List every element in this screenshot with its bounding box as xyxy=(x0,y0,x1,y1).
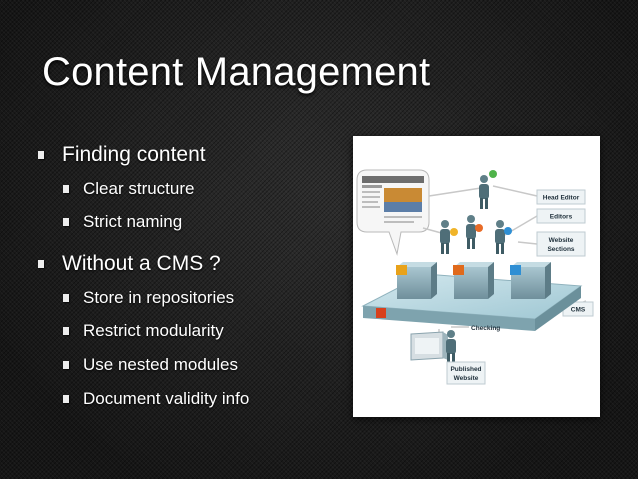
bullet-text: Document validity info xyxy=(83,389,250,408)
editors-label: Editors xyxy=(550,214,573,221)
bullet-text: Clear structure xyxy=(83,179,195,198)
bullet-finding-content: Finding content xyxy=(38,143,206,167)
bullet-marker xyxy=(63,327,69,335)
label-boxes: Head Editor Editors Website Sections CMS xyxy=(536,189,594,317)
bullet-marker xyxy=(63,395,69,403)
published-label-line2: Website xyxy=(454,375,479,382)
sub-bullet-use-nested-modules: Use nested modules xyxy=(63,355,238,375)
website-sections-label-line2: Sections xyxy=(547,246,574,253)
sub-bullet-store-in-repositories: Store in repositories xyxy=(63,288,235,308)
website-sections-label-line1: Website xyxy=(549,237,574,244)
section-2-icon xyxy=(453,265,464,275)
checking-label: Checking xyxy=(471,325,500,332)
bullet-marker xyxy=(63,218,69,226)
speech-bubbles xyxy=(450,170,512,236)
sub-bullet-clear-structure: Clear structure xyxy=(63,179,195,199)
bullet-text: Without a CMS ? xyxy=(62,252,221,275)
sub-bullet-strict-naming: Strict naming xyxy=(63,212,183,232)
head-editor-label: Head Editor xyxy=(543,195,580,202)
published-website-screen xyxy=(410,330,456,364)
cms-label: CMS xyxy=(571,307,586,314)
section-3-icon xyxy=(510,265,521,275)
sub-bullet-restrict-modularity: Restrict modularity xyxy=(63,321,224,341)
bullet-text: Restrict modularity xyxy=(83,321,224,340)
bullet-marker xyxy=(38,260,44,268)
cms-diagram-image: Head Editor Editors Website Sections CMS xyxy=(353,136,600,417)
website-bubble xyxy=(356,169,430,256)
bullet-marker xyxy=(38,151,44,159)
bullet-text: Use nested modules xyxy=(83,355,238,374)
slide-title: Content Management xyxy=(42,50,431,94)
website-section-blocks xyxy=(376,262,551,318)
editor-figure-1 xyxy=(440,220,450,254)
bullet-text: Strict naming xyxy=(83,212,183,231)
bullet-marker xyxy=(63,294,69,302)
bullet-marker xyxy=(63,361,69,369)
section-1-icon xyxy=(396,265,407,275)
bullet-without-cms: Without a CMS ? xyxy=(38,252,221,276)
sub-bullet-document-validity-info: Document validity info xyxy=(63,389,250,409)
cms-diagram-svg: Head Editor Editors Website Sections CMS xyxy=(356,169,594,385)
head-editor-figure xyxy=(479,175,489,209)
bullet-text: Store in repositories xyxy=(83,288,235,307)
editor-figure-2 xyxy=(466,215,476,249)
red-module-icon xyxy=(376,308,386,318)
published-website-label: Published Website xyxy=(446,361,486,385)
published-label-line1: Published xyxy=(450,366,481,373)
bullet-text: Finding content xyxy=(62,143,206,166)
bullet-marker xyxy=(63,185,69,193)
editor-figure-3 xyxy=(495,220,505,254)
